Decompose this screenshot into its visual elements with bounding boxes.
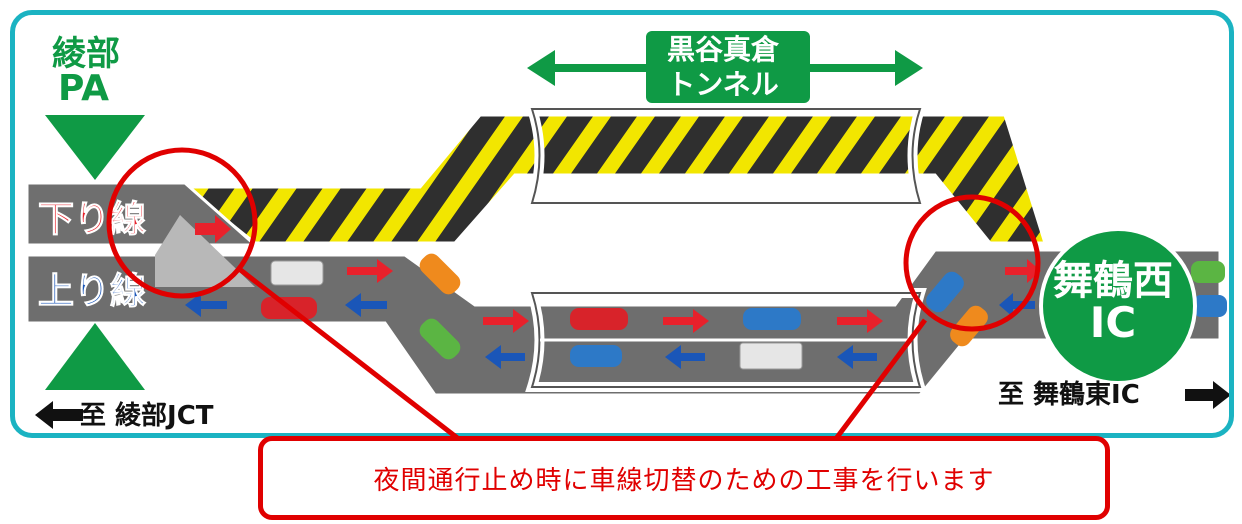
vehicles: [261, 253, 1227, 370]
arrow-left-icon: [999, 293, 1035, 317]
arrow-right-icon: [195, 215, 231, 243]
map-frame: [10, 10, 1234, 438]
arrow-right-icon: [837, 309, 883, 333]
tunnel-name-line2: トンネル: [667, 68, 779, 101]
merge-gore: [155, 215, 255, 287]
car-green: [419, 318, 461, 360]
direction-right: 至 舞鶴東IC: [998, 380, 1140, 410]
arrow-left-icon: [345, 293, 387, 317]
callout-line-right: [833, 318, 927, 442]
car-blue: [926, 271, 964, 313]
arrow-right-icon: [663, 309, 709, 333]
direction-left: 至 綾部JCT: [80, 401, 214, 431]
car-blue: [1193, 295, 1227, 317]
pa-code: PA: [58, 68, 109, 109]
arrow-right-icon: [1185, 381, 1229, 409]
tunnel-name-box: [646, 31, 810, 103]
car-orange: [419, 253, 461, 295]
pa-name: 綾部: [52, 34, 120, 74]
car-green: [1191, 261, 1225, 283]
arrow-left-icon: [35, 401, 83, 429]
arrow-left-icon: [485, 345, 525, 369]
closed-road-hazard: [180, 113, 1048, 245]
callout-box: 夜間通行止め時に車線切替のための工事を行います: [258, 436, 1110, 520]
arrow-right-icon: [1005, 259, 1041, 283]
ic-code: IC: [1089, 298, 1137, 347]
highlight-circle-right: [903, 194, 1041, 332]
car-red: [570, 308, 628, 330]
down-lane-label: 下り線: [37, 199, 147, 241]
truck: [270, 260, 324, 286]
car-blue: [570, 345, 622, 367]
callout-text: 夜間通行止め時に車線切替のための工事を行います: [373, 465, 995, 496]
pa-triangle-up: [45, 323, 145, 390]
car-orange: [950, 305, 988, 347]
highlight-circle-left: [106, 147, 258, 299]
arrow-right-icon: [347, 259, 393, 283]
car-blue: [743, 308, 801, 330]
ic-circle: [1039, 227, 1197, 385]
arrow-right-icon: [483, 309, 529, 333]
arrow-left-icon: [665, 345, 705, 369]
arrow-left-icon: [185, 293, 227, 317]
tunnel-name-line1: 黒谷真倉: [666, 33, 779, 66]
up-direction-arrows: [185, 293, 1035, 369]
down-direction-arrows: [195, 215, 1041, 333]
arrow-left-icon: [837, 345, 877, 369]
pa-triangle-down: [45, 115, 145, 180]
route-diagram: [25, 31, 1229, 429]
truck: [739, 342, 803, 370]
callout-line-left: [236, 266, 462, 442]
ic-name: 舞鶴西: [1053, 258, 1173, 304]
up-lane-label: 上り線: [37, 271, 147, 313]
